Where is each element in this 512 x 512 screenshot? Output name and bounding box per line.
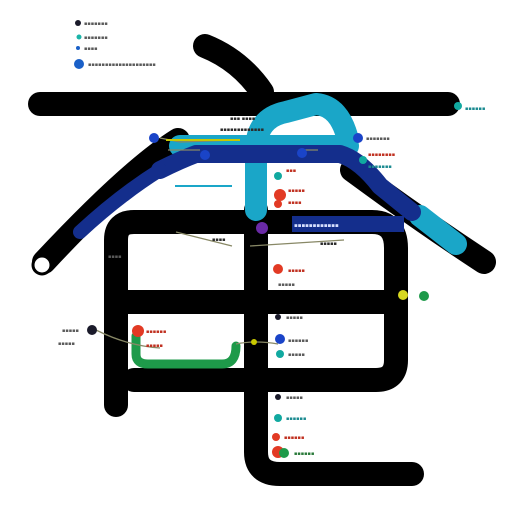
- station-olive-center[interactable]: [251, 339, 257, 345]
- label-red-mid-3: ▪▪▪▪: [288, 200, 302, 206]
- label-center-right: ▪▪▪▪▪: [320, 241, 337, 247]
- black-line-center-vertical: [244, 198, 424, 486]
- legend-item-3: ▪▪▪▪: [84, 46, 98, 52]
- station-green-right[interactable]: [419, 291, 429, 301]
- label-navy-band: ▪▪▪▪▪▪▪▪▪▪▪▪: [294, 223, 339, 229]
- label-red-left-2: ▪▪▪▪▪: [146, 343, 163, 349]
- station-navy-mid-left[interactable]: [200, 150, 210, 160]
- station-dark-center[interactable]: [275, 314, 281, 320]
- station-teal-right[interactable]: [359, 156, 367, 164]
- label-center-left: ▪▪▪▪: [212, 237, 226, 243]
- black-line-network: [28, 34, 496, 486]
- label-left-diag: ▪▪▪▪: [108, 254, 122, 260]
- label-red-mid-1: ▪▪▪: [286, 168, 296, 174]
- legend-dot-dark-icon: [75, 20, 81, 26]
- stations: [87, 102, 462, 458]
- station-red-center[interactable]: [274, 189, 286, 201]
- legend-item-4: ▪▪▪▪▪▪▪▪▪▪▪▪▪▪▪▪▪▪▪▪: [88, 62, 156, 68]
- label-right-mid-2: ▪▪▪▪▪▪▪▪: [368, 152, 395, 158]
- station-dark-bottom[interactable]: [275, 394, 281, 400]
- navy-band: [292, 216, 404, 232]
- legend-dot-teal-icon: [76, 34, 82, 40]
- station-teal-bottom[interactable]: [274, 414, 282, 422]
- label-blue-lower-1: ▪▪▪▪▪: [286, 315, 303, 321]
- label-left-mid-2: ▪▪▪▪▪: [58, 341, 75, 347]
- label-red-lower: ▪▪▪▪▪: [288, 268, 305, 274]
- label-right-top: ▪▪▪▪▪▪: [465, 106, 485, 112]
- legend-item-1: ▪▪▪▪▪▪▪: [84, 21, 108, 27]
- station-teal-center[interactable]: [274, 172, 282, 180]
- label-bottom-1: ▪▪▪▪▪: [286, 395, 303, 401]
- label-blue-lower-3: ▪▪▪▪▪: [288, 352, 305, 358]
- label-red-lower-2: ▪▪▪▪▪: [278, 282, 295, 288]
- label-red-mid-2: ▪▪▪▪▪: [288, 188, 305, 194]
- station-purple-interchange[interactable]: [256, 222, 268, 234]
- green-line: [131, 331, 241, 369]
- label-red-left: ▪▪▪▪▪▪: [146, 329, 166, 335]
- station-red-mid[interactable]: [273, 264, 283, 274]
- left-terminus[interactable]: [31, 254, 53, 276]
- label-top-center: ▪▪▪ ▪▪▪▪: [230, 116, 255, 122]
- station-dark-left[interactable]: [87, 325, 97, 335]
- label-top-center-2: ▪▪▪▪▪▪▪▪▪▪▪▪▪: [220, 127, 264, 133]
- legend-dot-blue-large-icon: [74, 59, 84, 69]
- station-teal-lower[interactable]: [276, 350, 284, 358]
- legend-item-2: ▪▪▪▪▪▪▪: [84, 35, 108, 41]
- black-line-left-diagonal: [32, 128, 190, 274]
- station-navy-mid-right[interactable]: [297, 148, 307, 158]
- label-bottom-3: ▪▪▪▪▪▪: [284, 435, 304, 441]
- label-bottom-4: ▪▪▪▪▪▪: [294, 451, 314, 457]
- station-blue-center[interactable]: [275, 334, 285, 344]
- station-red-left[interactable]: [132, 325, 144, 337]
- label-right-mid-3: ▪▪▪▪▪▪▪: [368, 164, 392, 170]
- legend-dot-blue-icon: [76, 46, 80, 50]
- legend: ▪▪▪▪▪▪▪ ▪▪▪▪▪▪▪ ▪▪▪▪ ▪▪▪▪▪▪▪▪▪▪▪▪▪▪▪▪▪▪▪…: [74, 20, 156, 69]
- black-line-top-hook: [193, 34, 274, 104]
- station-red-bottom[interactable]: [272, 433, 280, 441]
- station-teal-top-right[interactable]: [454, 102, 462, 110]
- navy-line: [73, 145, 421, 239]
- station-navy-left[interactable]: [149, 133, 159, 143]
- station-navy-right[interactable]: [353, 133, 363, 143]
- station-red-center-2[interactable]: [274, 200, 282, 208]
- label-right-mid-1: ▪▪▪▪▪▪▪: [366, 136, 390, 142]
- station-yellow-right[interactable]: [398, 290, 408, 300]
- station-labels: ▪▪▪ ▪▪▪▪ ▪▪▪▪▪▪▪▪▪▪▪▪▪ ▪▪▪▪▪▪ ▪▪▪▪▪▪▪ ▪▪…: [58, 106, 485, 457]
- label-blue-lower-2: ▪▪▪▪▪▪: [288, 338, 308, 344]
- label-left-mid: ▪▪▪▪▪: [62, 328, 79, 334]
- station-green-bottom[interactable]: [279, 448, 289, 458]
- label-bottom-2: ▪▪▪▪▪▪: [286, 416, 306, 422]
